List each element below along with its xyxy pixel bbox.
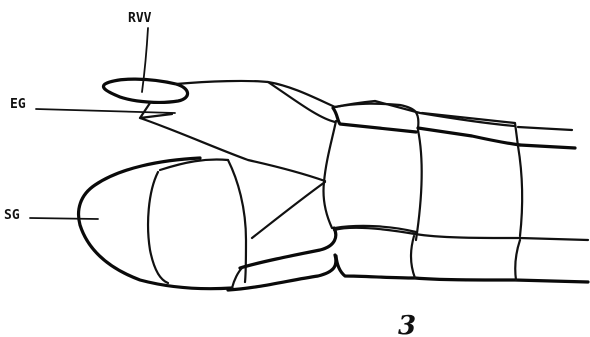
label-sg-group: SG — [4, 208, 98, 223]
leader-eg — [36, 109, 175, 113]
label-eg: EG — [10, 97, 26, 112]
figure-number: 3 — [398, 311, 416, 337]
upper-segments — [140, 81, 575, 181]
label-eg-group: EG — [10, 97, 175, 113]
leader-sg — [30, 218, 98, 219]
lower-segments — [334, 228, 588, 282]
subgenital-plate — [79, 158, 416, 290]
label-rvv: RVV — [128, 11, 152, 26]
label-sg: SG — [4, 208, 20, 223]
leader-rvv — [142, 28, 148, 92]
